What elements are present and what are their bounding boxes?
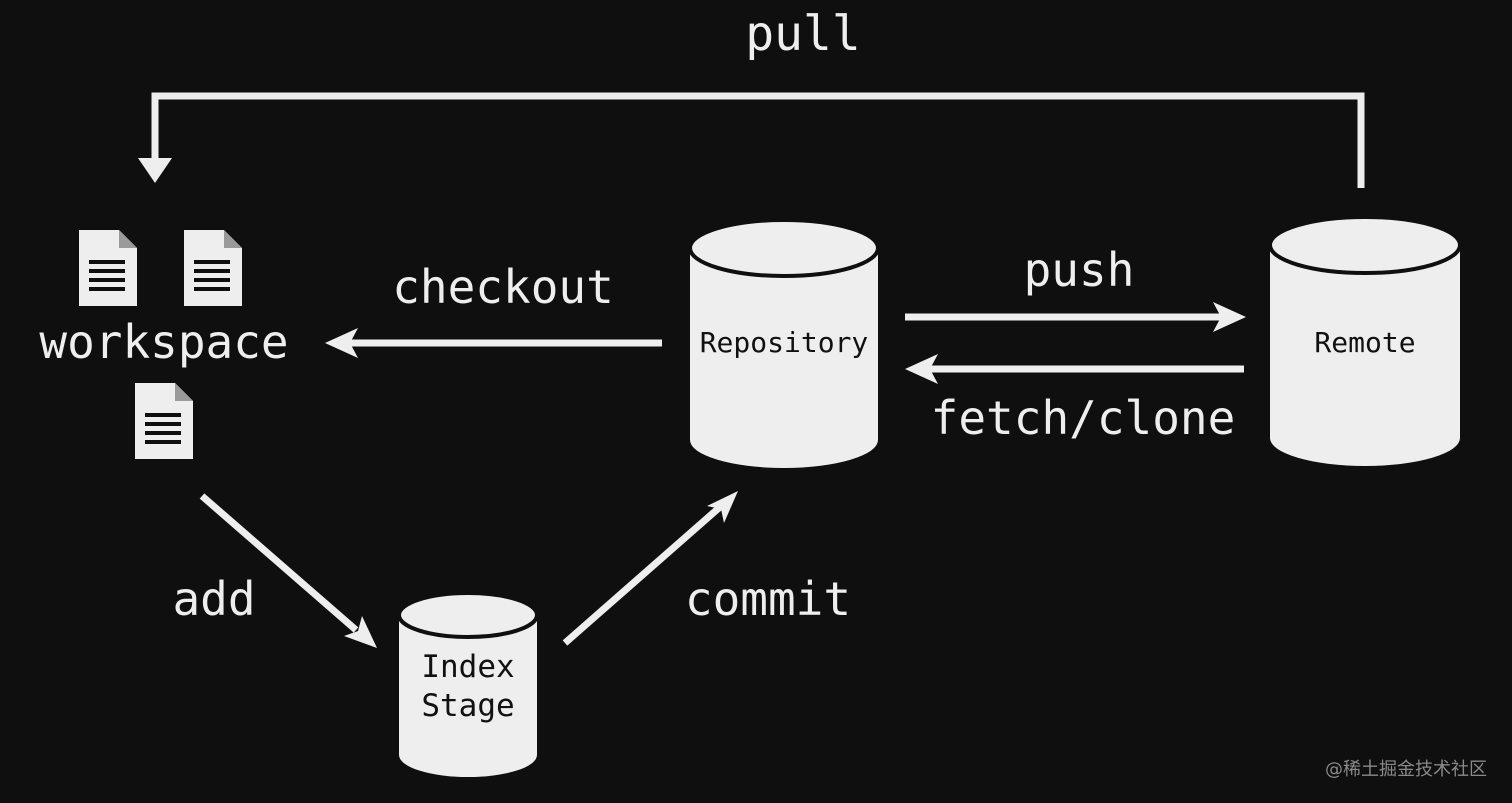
- watermark: @稀土掘金技术社区: [1325, 759, 1487, 780]
- pull-arrow: [151, 92, 1365, 188]
- document-icon: [79, 230, 137, 306]
- commit-label: commit: [685, 572, 851, 626]
- checkout-label: checkout: [392, 260, 614, 314]
- push-arrowhead: [1213, 302, 1246, 332]
- add-label: add: [172, 572, 255, 626]
- fetch-clone-arrowhead: [905, 354, 938, 384]
- add-arrowhead: [344, 616, 377, 648]
- commit-arrowhead: [707, 491, 738, 523]
- index-stage-label-line2: Stage: [421, 688, 514, 724]
- pull-arrowhead: [138, 158, 172, 183]
- checkout-arrowhead: [325, 328, 358, 358]
- document-icon: [135, 383, 193, 459]
- remote-cylinder: [1268, 215, 1462, 466]
- workspace-label: workspace: [39, 315, 288, 369]
- pull-label: pull: [745, 6, 861, 62]
- push-label: push: [1024, 243, 1135, 297]
- commit-arrow: [562, 504, 723, 646]
- index-stage-label-line1: Index: [421, 649, 514, 685]
- fetch-clone-label: fetch/clone: [931, 391, 1236, 445]
- repository-label: Repository: [700, 326, 869, 359]
- add-arrow: [199, 493, 359, 633]
- repository-cylinder: [688, 218, 880, 468]
- index-stage-cylinder: [397, 591, 539, 777]
- document-icon: [184, 230, 242, 306]
- remote-label: Remote: [1314, 326, 1415, 359]
